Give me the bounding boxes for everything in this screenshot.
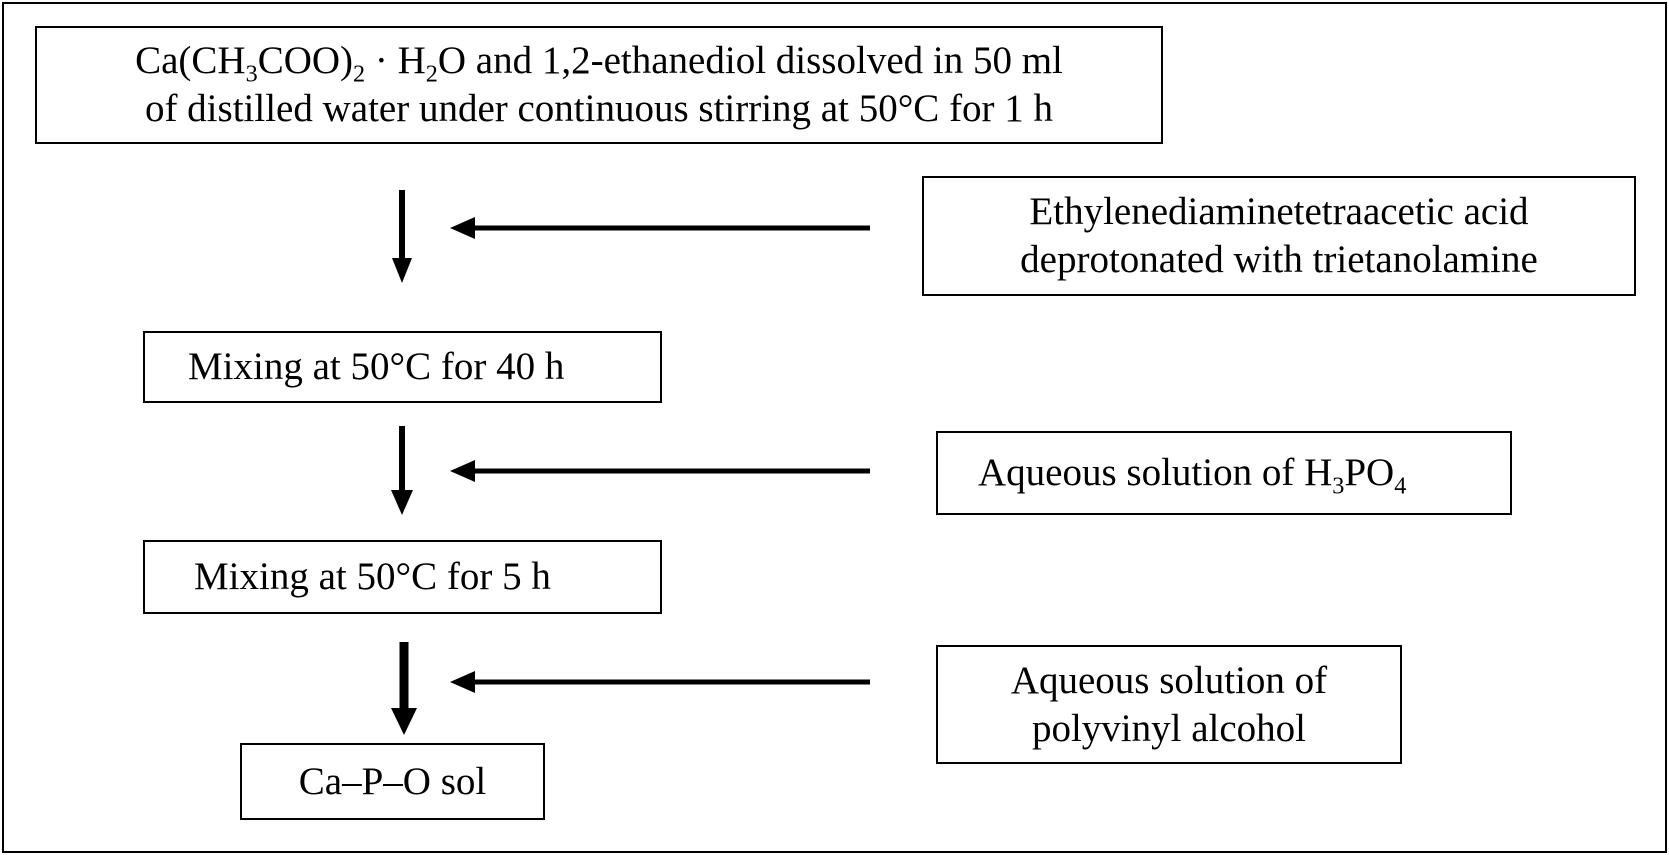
subscript: 4 [1394,472,1407,500]
formula-part: Ca(CH [135,39,246,83]
reagent-h3po4-box: Aqueous solution of H3PO4 [936,431,1512,515]
formula-part: PO [1344,451,1395,495]
subscript: 2 [425,60,438,88]
down-arrow-2 [391,426,413,515]
step-mix40-box: Mixing at 50°C for 40 h [143,331,662,403]
left-arrow-3 [450,671,870,693]
down-arrow-1 [392,190,412,283]
subscript: 3 [1332,472,1345,500]
step-mix40-label: Mixing at 50°C for 40 h [188,345,565,389]
left-arrow-2 [450,460,870,482]
step-mix5-box: Mixing at 50°C for 5 h [143,540,662,614]
formula-part: COO) [257,39,354,83]
step-mix5-label: Mixing at 50°C for 5 h [194,555,551,599]
left-arrow-1 [450,217,870,239]
formula-part: · H [365,39,426,83]
reagent-edta-line2: deprotonated with trietanolamine [1020,238,1538,281]
reagent-pva-line1: Aqueous solution of [1010,658,1328,702]
formula-part: Aqueous solution of H [978,451,1333,495]
reagent-pva-box: Aqueous solution of polyvinyl alcohol [936,645,1402,764]
reagent-edta-line1: Ethylenediaminetetraacetic acid [1029,190,1529,234]
reagent-pva-line2: polyvinyl alcohol [1031,706,1307,750]
reagent-edta-box: Ethylenediaminetetraacetic acid deproton… [922,176,1636,296]
subscript: 3 [245,60,258,88]
subscript: 2 [353,60,366,88]
down-arrow-3 [391,642,417,735]
reagent-h3po4-label: Aqueous solution of H3PO4 [978,449,1510,500]
step-dissolve-line1: Ca(CH3COO)2 · H2O and 1,2-ethanediol dis… [37,37,1161,88]
product-sol-box: Ca–P–O sol [240,743,545,820]
step-dissolve-line2: of distilled water under continuous stir… [144,87,1054,130]
product-sol-label: Ca–P–O sol [298,759,487,803]
formula-part: O and 1,2-ethanediol dissolved in 50 ml [437,39,1063,83]
step-dissolve-box: Ca(CH3COO)2 · H2O and 1,2-ethanediol dis… [35,26,1163,144]
